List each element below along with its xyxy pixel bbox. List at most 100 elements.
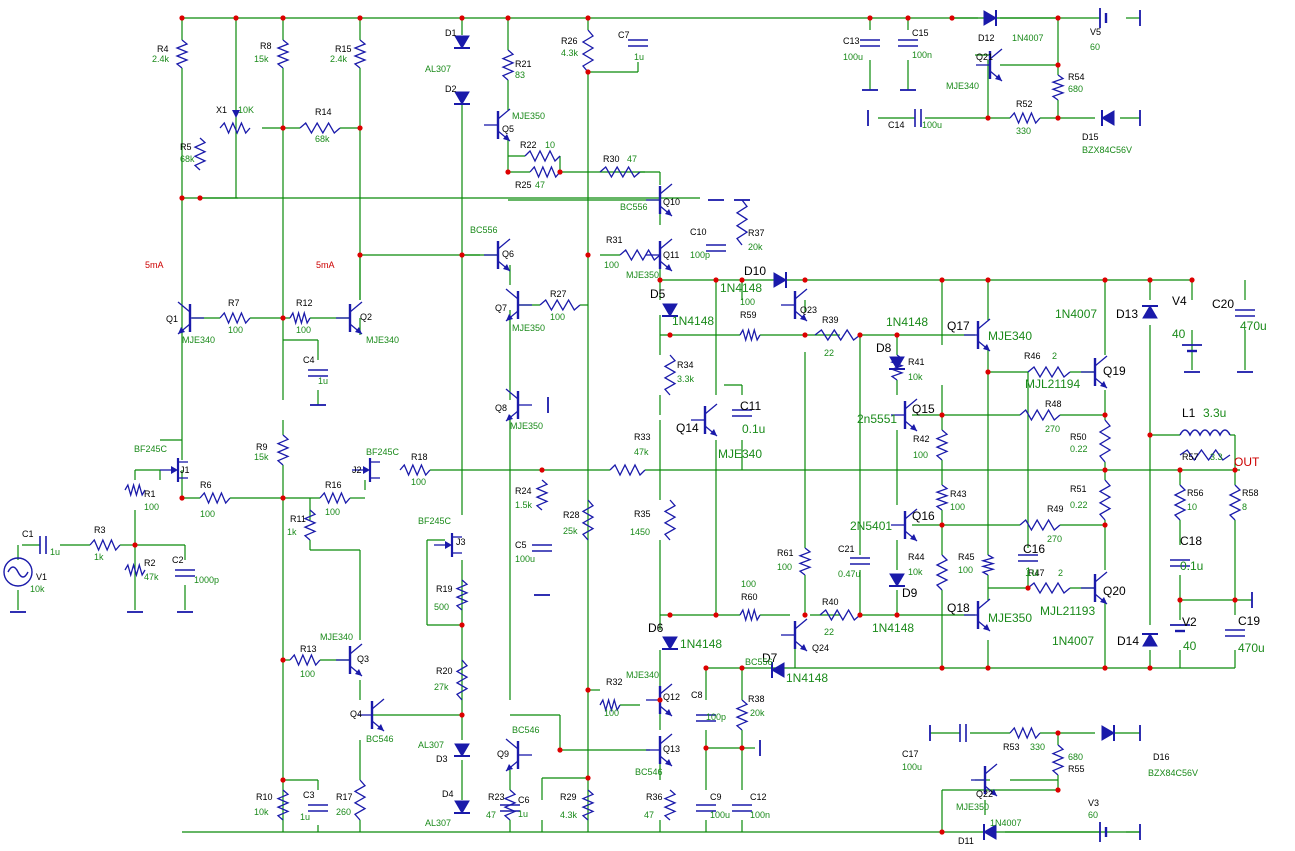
- junction-dot: [739, 277, 745, 283]
- q9-ref-label: Q9: [497, 749, 509, 759]
- r56-ref-label: R56: [1187, 488, 1204, 498]
- c13-value-label: 100u: [843, 52, 863, 62]
- c12-value-label: 100n: [750, 810, 770, 820]
- r17-value-label: 260: [336, 807, 351, 817]
- r55-value-label: 680: [1068, 752, 1083, 762]
- q2-ref-label: Q2: [360, 312, 372, 322]
- capacitor-c19: [1225, 629, 1245, 637]
- c2-ref-label: C2: [172, 555, 184, 565]
- r59-ref-label: R59: [740, 310, 757, 320]
- r53-value-label: 330: [1030, 742, 1045, 752]
- resistor-r18: [399, 463, 431, 477]
- d7-value-label: 1N4148: [786, 671, 828, 685]
- j2-value-label: BF245C: [366, 447, 400, 457]
- junction-dot: [585, 252, 591, 258]
- v5-ref-label: V5: [1090, 27, 1101, 37]
- junction-dot: [197, 195, 203, 201]
- capacitor-c5: [532, 544, 552, 552]
- junction-dot: [1055, 15, 1061, 21]
- resistor-r3: [89, 538, 121, 552]
- r26-ref-label: R26: [561, 36, 578, 46]
- c21-value-label: 0.47u: [838, 569, 861, 579]
- q19-ref-label: Q19: [1103, 364, 1126, 378]
- c19-ref-label: C19: [1238, 614, 1260, 628]
- resistor-r13: [289, 653, 321, 667]
- r9-ref-label: R9: [256, 442, 268, 452]
- v3-ref-label: V3: [1088, 798, 1099, 808]
- transistor-q20: [1081, 571, 1108, 605]
- d7-ref-label: D7: [762, 651, 778, 665]
- component-layer: [3, 8, 1255, 842]
- resistor-r43: [935, 484, 949, 511]
- q5-ref-label: Q5: [502, 124, 514, 134]
- c3-ref-label: C3: [303, 790, 315, 800]
- r43-value-label: 100: [950, 502, 965, 512]
- resistor-r54: [1051, 74, 1065, 101]
- junction-dot: [894, 332, 900, 338]
- r15-value-label: 2.4k: [330, 54, 348, 64]
- c18-ref-label: C18: [1180, 534, 1202, 548]
- q2-value-label: MJE340: [366, 335, 399, 345]
- r46-ref-label: R46: [1024, 351, 1041, 361]
- junction-dot: [1102, 277, 1108, 283]
- c11-ref-label: C11: [740, 399, 761, 413]
- capacitor-c9: [696, 804, 716, 812]
- r30-value-label: 47: [627, 154, 637, 164]
- junction-dot: [280, 495, 286, 501]
- d10-ref-label: D10: [744, 264, 766, 278]
- resistor-r27: [539, 298, 581, 312]
- transistor-q14: [691, 403, 718, 437]
- junction-dot: [1177, 597, 1183, 603]
- resistor-r32: [599, 697, 621, 713]
- v2-ref-label: V2: [1182, 615, 1197, 629]
- resistor-r4: [175, 39, 189, 69]
- resistor-r46: [1027, 365, 1071, 379]
- r58-value-label: 8: [1242, 502, 1247, 512]
- junction-dot: [585, 69, 591, 75]
- d15-ref-label: D15: [1082, 132, 1099, 142]
- c5-value-label: 100u: [515, 554, 535, 564]
- r32-value-label: 100: [604, 708, 619, 718]
- junction-dot: [179, 495, 185, 501]
- diode-d4: [454, 800, 470, 814]
- d4-ref-label: D4: [442, 789, 454, 799]
- r35-value-label: 1450: [630, 527, 650, 537]
- r39-ref-label: R39: [822, 315, 839, 325]
- junction-dot: [280, 125, 286, 131]
- d14-value-label: 1N4007: [1052, 634, 1094, 648]
- resistor-r38: [735, 699, 749, 731]
- junction-dot: [667, 332, 673, 338]
- diode-d3: [454, 743, 470, 757]
- junction-dot: [657, 697, 663, 703]
- q11-ref-label: Q11: [663, 250, 679, 260]
- junction-dot: [857, 332, 863, 338]
- resistor-r61: [798, 547, 812, 576]
- r53-ref-label: R53: [1003, 742, 1020, 752]
- q14-ref-label: Q14: [676, 421, 699, 435]
- d5-ref-label: D5: [650, 287, 666, 301]
- resistor-r40: [819, 608, 861, 622]
- diode-d1: [454, 35, 470, 49]
- q1-ref-label: Q1: [166, 314, 178, 324]
- diode-d14: [1142, 633, 1158, 647]
- r49-value-label: 270: [1047, 534, 1062, 544]
- r1-value-label: 100: [144, 502, 159, 512]
- diode-d11: [983, 824, 997, 840]
- c13-ref-label: C13: [843, 36, 860, 46]
- source-v1: [3, 557, 33, 587]
- junction-dot: [459, 252, 465, 258]
- d12-ref-label: D12: [978, 33, 995, 43]
- r44-value-label: 10k: [908, 567, 923, 577]
- d8-ref-label: D8: [876, 341, 892, 355]
- r35-ref-label: R35: [634, 509, 651, 519]
- d13-value-label: 1N4007: [1055, 307, 1097, 321]
- q4-ref-label: Q4: [350, 709, 362, 719]
- c10-ref-label: C10: [690, 227, 707, 237]
- transistor-q13: [646, 733, 673, 767]
- r10-ref-label: R10: [256, 792, 273, 802]
- resistor-r42: [935, 429, 949, 461]
- r18-value-label: 100: [411, 477, 426, 487]
- q22-ref-label: Q22: [976, 789, 993, 799]
- c10-value-label: 100p: [690, 250, 710, 260]
- junction-dot: [905, 15, 911, 21]
